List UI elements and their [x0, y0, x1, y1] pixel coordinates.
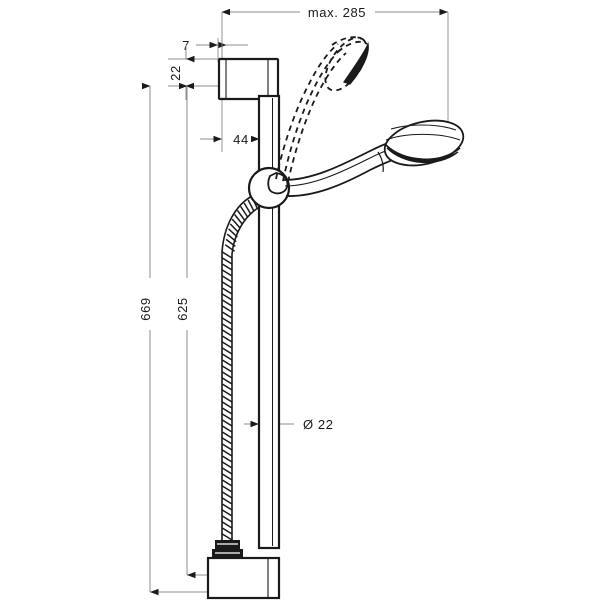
- dimension-label-bar-length: 625: [175, 297, 190, 321]
- shower-hose: [212, 195, 259, 557]
- wall-bracket-top: [217, 57, 280, 101]
- dimension-total-height: 669: [138, 82, 159, 596]
- extension-lines: [150, 12, 449, 593]
- dimension-label-max-width: max. 285: [308, 5, 366, 20]
- dimension-bar-length: 625: [175, 82, 196, 579]
- slider-holder: [247, 166, 291, 210]
- dimension-label-bracket-depth: 44: [233, 132, 249, 147]
- dimension-bar-diameter: Ø 22: [244, 417, 334, 432]
- dimension-label-total-height: 669: [138, 297, 153, 321]
- dimension-label-bracket-height: 22: [168, 65, 183, 81]
- dimension-max-width: max. 285: [221, 5, 448, 20]
- hand-shower-solid: [283, 119, 465, 197]
- wall-bracket-bottom: [206, 556, 281, 600]
- dimension-label-bar-diameter: Ø 22: [303, 417, 334, 432]
- hand-shower-dashed-spray-face: [343, 41, 369, 85]
- slide-bar: [257, 94, 281, 550]
- hose-connector-nut: [212, 540, 243, 557]
- wall-bracket-top-detail-lines: [225, 59, 269, 99]
- hand-shower-dashed: [275, 36, 368, 183]
- dimension-bracket-height: 22: [168, 45, 195, 100]
